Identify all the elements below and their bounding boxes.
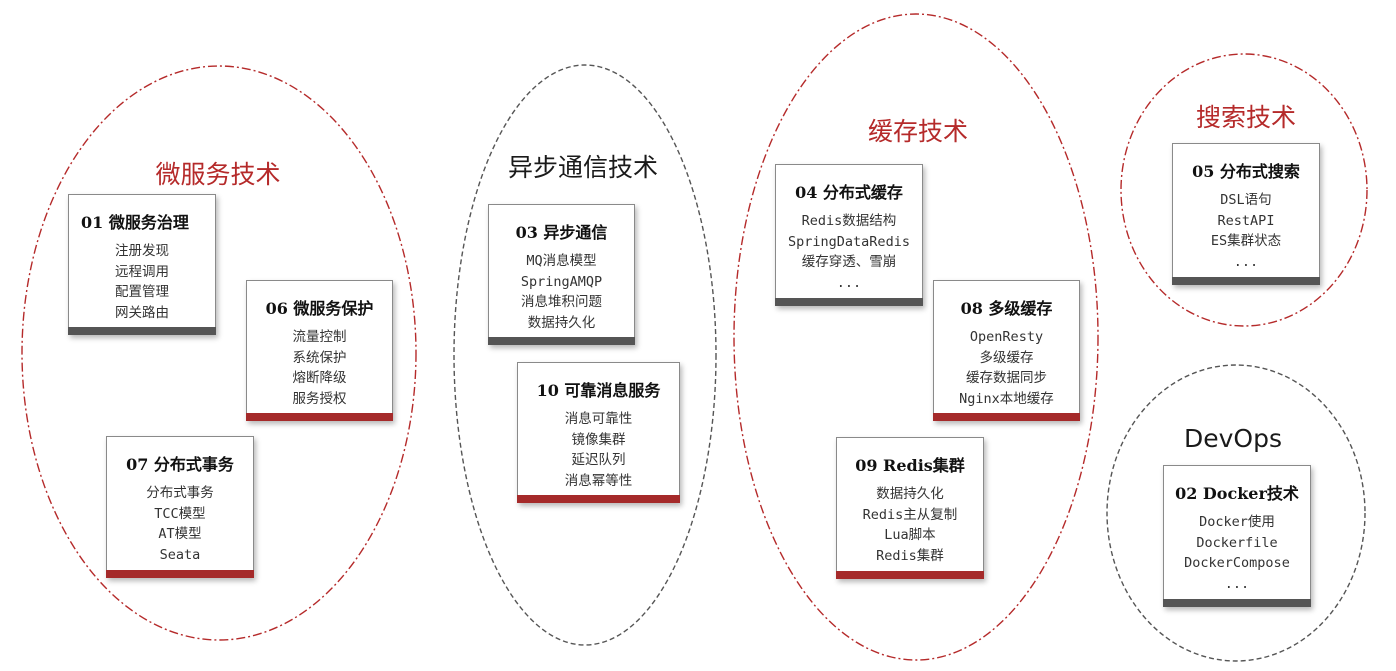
card-bar (1172, 277, 1320, 285)
card-item: Redis主从复制 (862, 506, 958, 523)
card-item-list: 注册发现 远程调用 配置管理 网关路由 (69, 241, 215, 323)
ellipse-cache (733, 13, 1099, 661)
card-title: 07 分布式事务 (126, 455, 234, 474)
card-item: Dockerfile (1196, 534, 1278, 551)
card-10-reliable-messaging: 10 可靠消息服务 消息可靠性 镜像集群 延迟队列 消息幂等性 (517, 362, 680, 503)
card-bar (1163, 599, 1311, 607)
card-item-list: 流量控制 系统保护 熔断降级 服务授权 (247, 327, 392, 409)
card-item: AT模型 (158, 526, 202, 542)
card-item: MQ消息模型 (526, 253, 597, 269)
card-bar (246, 413, 393, 421)
card-bar (775, 298, 923, 306)
group-title-async: 异步通信技术 (507, 153, 659, 182)
card-title: 04 分布式缓存 (795, 183, 903, 202)
group-title-devops: DevOps (1184, 424, 1282, 453)
card-item: 镜像集群 (571, 431, 626, 448)
card-title: 10 可靠消息服务 (536, 381, 661, 400)
card-03-async-communication: 03 异步通信 MQ消息模型 SpringAMQP 消息堆积问题 数据持久化 (488, 204, 635, 345)
card-title: 08 多级缓存 (960, 299, 1053, 318)
card-item: 熔断降级 (292, 370, 347, 386)
card-item: ... (836, 274, 862, 291)
card-bar (488, 337, 635, 345)
card-item: Lua脚本 (884, 527, 936, 543)
card-bar (68, 327, 216, 335)
group-title-cache: 缓存技术 (867, 117, 969, 146)
card-08-multilevel-cache: 08 多级缓存 OpenResty 多级缓存 缓存数据同步 Nginx本地缓存 (933, 280, 1080, 421)
card-item: 分布式事务 (146, 485, 214, 501)
card-item: 流量控制 (292, 329, 347, 345)
card-item-list: 分布式事务 TCC模型 AT模型 Seata (107, 483, 253, 565)
card-07-distributed-transaction: 07 分布式事务 分布式事务 TCC模型 AT模型 Seata (106, 436, 254, 578)
ellipse-async (453, 64, 717, 646)
card-item: OpenResty (969, 329, 1044, 345)
card-item-list: Docker使用 Dockerfile DockerCompose ... (1164, 512, 1310, 594)
card-item: 数据持久化 (527, 314, 596, 331)
card-04-distributed-cache: 04 分布式缓存 Redis数据结构 SpringDataRedis 缓存穿透、… (775, 164, 923, 306)
card-item: DockerCompose (1184, 555, 1290, 571)
card-item: Seata (159, 546, 201, 563)
group-title-microservices: 微服务技术 (155, 160, 281, 189)
card-item: Nginx本地缓存 (959, 390, 1054, 407)
card-item-list: 数据持久化 Redis主从复制 Lua脚本 Redis集群 (837, 484, 983, 566)
card-item: SpringAMQP (520, 273, 603, 290)
card-title: 06 微服务保护 (265, 299, 374, 318)
card-item-list: 消息可靠性 镜像集群 延迟队列 消息幂等性 (518, 409, 679, 491)
card-item: 消息可靠性 (564, 411, 633, 427)
card-05-distributed-search: 05 分布式搜索 DSL语句 RestAPI ES集群状态 ... (1172, 143, 1320, 285)
card-item: Redis数据结构 (801, 213, 897, 229)
card-title: 03 异步通信 (515, 223, 608, 242)
card-item: 网关路由 (115, 304, 169, 321)
card-item: SpringDataRedis (788, 233, 910, 250)
ellipse-devops (1106, 364, 1366, 662)
card-title: 02 Docker技术 (1175, 484, 1299, 503)
card-item: 注册发现 (115, 243, 169, 259)
card-item: DSL语句 (1220, 192, 1272, 208)
card-item: 配置管理 (115, 284, 169, 300)
card-title: 09 Redis集群 (855, 456, 965, 475)
group-title-search: 搜索技术 (1195, 103, 1297, 132)
card-item-list: MQ消息模型 SpringAMQP 消息堆积问题 数据持久化 (489, 251, 634, 333)
card-item: RestAPI (1217, 212, 1275, 229)
card-item-list: Redis数据结构 SpringDataRedis 缓存穿透、雪崩 ... (776, 211, 922, 293)
card-06-microservice-protection: 06 微服务保护 流量控制 系统保护 熔断降级 服务授权 (246, 280, 393, 421)
ellipse-search (1120, 53, 1368, 327)
card-bar (836, 571, 984, 579)
card-item: 多级缓存 (979, 349, 1034, 366)
card-item: 延迟队列 (571, 452, 626, 468)
card-bar (933, 413, 1080, 421)
ellipse-microservices (21, 65, 417, 641)
card-item: 消息堆积问题 (521, 294, 602, 310)
card-item: 数据持久化 (876, 486, 944, 502)
card-item: 服务授权 (292, 390, 347, 407)
card-item: TCC模型 (154, 505, 206, 522)
card-01-microservice-governance: 01 微服务治理 注册发现 远程调用 配置管理 网关路由 (68, 194, 216, 335)
card-item: 系统保护 (292, 349, 347, 366)
card-bar (106, 570, 254, 578)
card-item: ... (1224, 575, 1250, 592)
card-02-docker: 02 Docker技术 Docker使用 Dockerfile DockerCo… (1163, 465, 1311, 607)
card-09-redis-cluster: 09 Redis集群 数据持久化 Redis主从复制 Lua脚本 Redis集群 (836, 437, 984, 579)
card-item: Docker使用 (1199, 514, 1275, 530)
card-item: ES集群状态 (1210, 233, 1282, 249)
card-item: 缓存数据同步 (966, 370, 1047, 386)
card-item: 远程调用 (115, 263, 169, 280)
card-item-list: OpenResty 多级缓存 缓存数据同步 Nginx本地缓存 (934, 327, 1079, 409)
card-title: 01 微服务治理 (81, 213, 189, 232)
card-item: 消息幂等性 (564, 472, 633, 489)
card-item: 缓存穿透、雪崩 (801, 254, 897, 270)
card-item-list: DSL语句 RestAPI ES集群状态 ... (1173, 190, 1319, 272)
card-title: 05 分布式搜索 (1192, 162, 1300, 181)
card-item: Redis集群 (876, 547, 944, 564)
card-item: ... (1233, 253, 1259, 270)
card-bar (517, 495, 680, 503)
